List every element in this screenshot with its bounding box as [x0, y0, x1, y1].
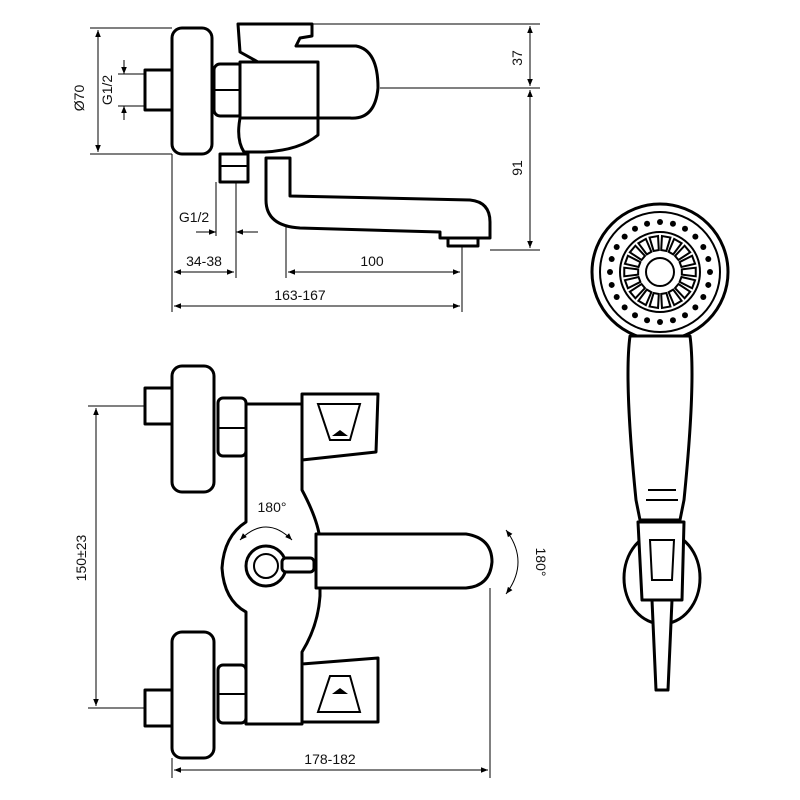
outer-nozzle [700, 294, 707, 300]
spout-rotation-label: 180° [533, 548, 549, 577]
diverter-rotation-label: 180° [258, 499, 287, 515]
overall-depth-label: 163-167 [274, 287, 326, 303]
diverter-rotation-arc [239, 526, 293, 541]
outer-nozzle [608, 281, 615, 288]
outer-nozzle [682, 312, 688, 319]
nozzle [660, 234, 672, 253]
diverter-knob [244, 544, 288, 588]
nozzle [678, 275, 697, 290]
aerator-side [446, 236, 480, 248]
outer-nozzle [608, 256, 615, 263]
nozzle [628, 282, 647, 300]
nozzle [660, 291, 672, 310]
nozzle [673, 282, 692, 300]
nozzle [623, 254, 642, 269]
spout-rotation-arc [505, 529, 519, 595]
outer-nozzle [669, 317, 676, 324]
inlet-stub-side [143, 68, 177, 112]
offset-range-label: 34-38 [186, 253, 222, 269]
overall-width-label: 178-182 [304, 751, 356, 767]
handle-top-mark [332, 430, 348, 436]
inlet-thread-label: G1/2 [99, 75, 115, 106]
outer-nozzle [613, 294, 620, 300]
outlet-nipple-side [218, 152, 250, 184]
nozzle [636, 237, 653, 256]
nozzle [648, 234, 660, 253]
outer-nozzle [621, 233, 628, 240]
side-view: Ø70 G1/2 37 91 G1/2 34-38 100 163-167 [71, 22, 540, 312]
hand-shower [590, 202, 730, 692]
nozzle [673, 244, 692, 262]
handle-height-label: 37 [509, 50, 525, 66]
front-view: 180° 180° 150±23 178-182 [73, 364, 549, 778]
outer-nozzle [700, 244, 707, 250]
escutcheon-top [170, 364, 216, 494]
nozzle [648, 291, 660, 310]
outer-nozzle [621, 304, 628, 311]
spout-projection-label: 100 [360, 253, 384, 269]
nozzle [623, 266, 640, 278]
diameter-label: Ø70 [71, 85, 87, 112]
outer-nozzle [613, 244, 620, 250]
outer-nozzle [644, 317, 651, 324]
outer-nozzle [692, 233, 699, 240]
escutcheon-side [170, 26, 214, 156]
spout-side [264, 156, 492, 240]
nozzle [636, 288, 653, 307]
spout-height-label: 91 [509, 160, 525, 176]
shower-nozzles [607, 219, 713, 325]
shower-hose [650, 598, 674, 692]
outer-nozzle [692, 304, 699, 311]
nozzle [667, 237, 684, 256]
nozzle [667, 288, 684, 307]
outer-nozzle [657, 319, 663, 325]
outer-nozzle [632, 312, 638, 319]
outer-nozzle [607, 269, 613, 275]
lower-body-side [237, 116, 320, 154]
outlet-thread-label: G1/2 [179, 209, 210, 225]
spout-front [314, 532, 494, 590]
nozzle [678, 254, 697, 269]
escutcheon-bottom [170, 630, 216, 760]
outer-nozzle [682, 225, 688, 232]
nozzle [680, 266, 697, 278]
outer-nozzle [632, 225, 638, 232]
nozzle [623, 275, 642, 290]
handle-bottom-mark [332, 688, 348, 694]
outer-nozzle [705, 256, 712, 263]
outer-nozzle [657, 219, 663, 225]
outer-nozzle [707, 269, 713, 275]
outer-nozzle [644, 220, 651, 227]
inlet-spacing-label: 150±23 [73, 534, 89, 581]
outer-nozzle [705, 281, 712, 288]
shower-handle [626, 334, 694, 522]
nozzle [628, 244, 647, 262]
handle-side [236, 22, 380, 120]
outer-nozzle [669, 220, 676, 227]
shower-bracket [636, 520, 686, 602]
diverter-lever [280, 556, 316, 574]
body-side [238, 60, 322, 120]
